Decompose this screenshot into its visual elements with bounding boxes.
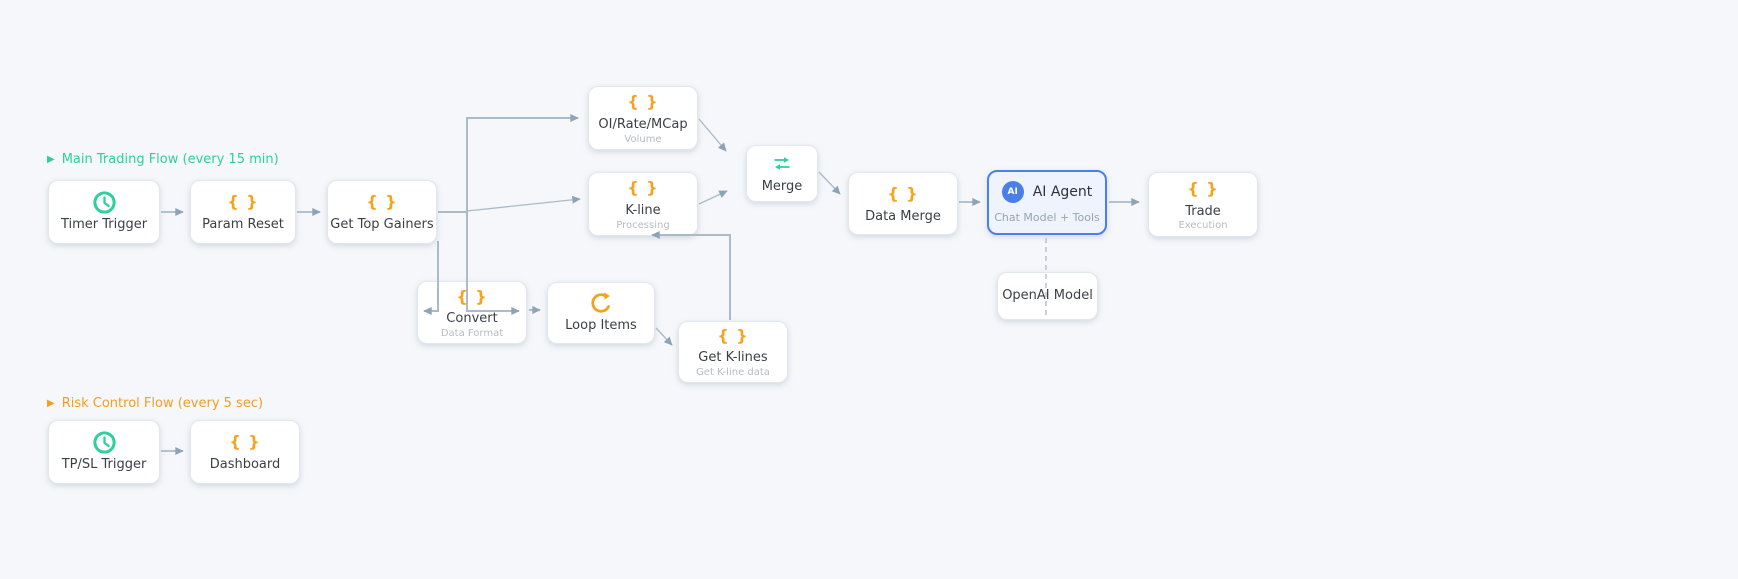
node-get-k-lines[interactable]: { } Get K-lines Get K-line data: [678, 321, 788, 383]
braces-icon: { }: [456, 286, 488, 306]
node-title: Dashboard: [209, 457, 281, 473]
edge-k-line-to-merge: [698, 190, 728, 205]
node-timer-trigger[interactable]: Timer Trigger: [48, 180, 160, 244]
node-title: Get K-lines: [698, 350, 768, 366]
node-title: Loop Items: [565, 318, 637, 334]
section-label-text: Risk Control Flow (every 5 sec): [61, 396, 264, 411]
node-subtitle: Data Format: [440, 328, 504, 339]
node-get-top-gainers[interactable]: { } Get Top Gainers: [327, 180, 437, 244]
clock-icon: [92, 190, 117, 214]
node-title: Param Reset: [202, 217, 284, 233]
loop-icon: [589, 292, 613, 314]
node-param-reset[interactable]: { } Param Reset: [190, 180, 296, 244]
node-ai-agent[interactable]: AI AI Agent Chat Model + Tools: [987, 170, 1107, 235]
edge-get-k-lines-to-k-line: [651, 231, 731, 320]
braces-icon: { }: [366, 192, 398, 212]
braces-icon: { }: [627, 92, 659, 112]
node-subtitle: Processing: [616, 219, 670, 231]
merge-arrows-icon: [772, 153, 792, 175]
edge-gainers-to-k-line: [466, 195, 581, 212]
node-title: Data Merge: [865, 208, 941, 224]
braces-icon: { }: [717, 326, 749, 346]
node-k-line[interactable]: { } K-line Processing: [588, 172, 698, 236]
section-label-text: Main Trading Flow (every 15 min): [61, 152, 279, 167]
node-data-merge[interactable]: { } Data Merge: [848, 172, 958, 235]
node-convert[interactable]: { } Convert Data Format: [417, 281, 527, 344]
section-label-main-trading-flow: ▶ Main Trading Flow (every 15 min): [47, 152, 279, 167]
edge-merge-to-data-merge: [818, 171, 841, 195]
node-oi-rate-mcap[interactable]: { } OI/Rate/MCap Volume: [588, 86, 698, 150]
node-subtitle: Volume: [624, 133, 662, 145]
node-title: Trade: [1185, 203, 1221, 219]
node-trade[interactable]: { } Trade Execution: [1148, 172, 1258, 237]
braces-icon: { }: [1187, 178, 1219, 198]
clock-icon: [92, 430, 117, 454]
node-dashboard[interactable]: { } Dashboard: [190, 420, 300, 484]
braces-icon: { }: [227, 192, 259, 212]
node-subtitle: Get K-line data: [696, 367, 770, 378]
node-openai-model[interactable]: OpenAI Model: [997, 272, 1098, 320]
edge-loop-items-to-get-k-lines: [655, 327, 673, 346]
node-title: Convert: [446, 311, 498, 327]
node-title: Merge: [761, 178, 803, 194]
node-subtitle: Chat Model + Tools: [994, 211, 1100, 224]
node-title: AI Agent: [1032, 184, 1093, 200]
node-title: K-line: [625, 203, 661, 219]
edge-oi-rate-mcap-to-merge: [698, 118, 727, 152]
node-merge[interactable]: Merge: [746, 145, 818, 202]
node-subtitle: Execution: [1178, 220, 1228, 232]
node-title: Timer Trigger: [60, 217, 148, 233]
ai-badge-icon: AI: [1001, 181, 1024, 203]
braces-icon: { }: [887, 183, 919, 203]
node-title: Get Top Gainers: [330, 217, 434, 233]
node-title: OpenAI Model: [1002, 287, 1093, 303]
braces-icon: { }: [229, 432, 261, 452]
node-tpsl-trigger[interactable]: TP/SL Trigger: [48, 420, 160, 484]
ai-agent-header: AI AI Agent: [1001, 181, 1093, 203]
play-icon: ▶: [47, 154, 55, 165]
section-label-risk-control-flow: ▶ Risk Control Flow (every 5 sec): [47, 396, 263, 411]
node-title: TP/SL Trigger: [61, 457, 147, 473]
node-loop-items[interactable]: Loop Items: [547, 282, 655, 344]
edge-gainers-to-oi-rate-mcap: [466, 114, 579, 212]
node-title: OI/Rate/MCap: [598, 117, 688, 133]
play-icon: ▶: [47, 398, 55, 409]
braces-icon: { }: [627, 178, 659, 198]
